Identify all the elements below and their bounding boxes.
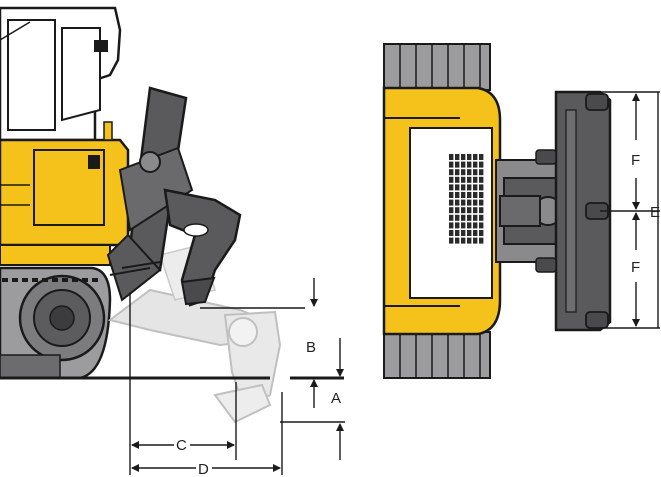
grille-cell [449,192,454,198]
grille-cell [479,176,484,183]
grille-cell [473,154,478,160]
grille-cell [455,237,460,244]
top-grille [449,154,484,244]
grille-cell [449,169,454,176]
grille-cell [473,230,478,236]
grille-cell [473,237,478,244]
grille-cell [479,184,484,191]
top-dimension-lines [600,91,660,329]
grille-cell [479,230,484,236]
grille-cell [473,207,478,214]
grille-cell [479,237,484,244]
grille-cell [449,237,454,244]
grille-cell [455,176,460,183]
grille-cell [473,214,478,221]
dimension-label-e: E [650,204,660,221]
top-track-upper [383,43,491,91]
grille-cell [461,222,466,229]
grille-cell [461,199,466,206]
dimension-label-b: B [306,339,316,356]
grille-cell [467,192,472,198]
grille-cell [479,222,484,229]
grille-cell [467,230,472,236]
grille-cell [461,184,466,191]
side-view: B A C D [0,6,345,477]
grille-cell [467,176,472,183]
grille-cell [455,230,460,236]
grille-cell [473,199,478,206]
grille-cell [467,161,472,168]
grille-cell [461,161,466,168]
top-ripper-linkage [495,159,563,263]
grille-cell [449,214,454,221]
grille-cell [449,154,454,160]
dimension-label-a: A [331,390,341,407]
grille-cell [449,161,454,168]
grille-cell [461,154,466,160]
grille-cell [467,222,472,229]
top-track-lower [383,331,491,379]
top-view: F F E [382,43,660,379]
grille-cell [479,214,484,221]
grille-cell [473,184,478,191]
grille-cell [455,192,460,198]
crawler-track [0,266,112,380]
grille-cell [455,199,460,206]
top-ripper-beam [535,90,612,332]
grille-cell [479,154,484,160]
dimension-label-d: D [198,461,209,477]
grille-cell [467,237,472,244]
grille-cell [449,199,454,206]
grille-cell [473,169,478,176]
ripper-shank-top [585,93,609,111]
grille-cell [461,192,466,198]
ripper-raised [106,86,242,307]
grille-cell [479,192,484,198]
cylinder-upper [535,149,557,165]
grille-cell [449,222,454,229]
grille-cell [455,222,460,229]
grille-cell [461,230,466,236]
dimension-label-c: C [176,437,187,454]
grille-cell [467,154,472,160]
grille-cell [449,176,454,183]
grille-cell [467,184,472,191]
dimension-lines [129,278,345,475]
grille-cell [467,214,472,221]
grille-cell [467,199,472,206]
grille-cell [455,169,460,176]
cylinder-lower [535,257,557,273]
grille-cell [449,207,454,214]
grille-cell [455,161,460,168]
grille-cell [461,237,466,244]
grille-cell [455,154,460,160]
grille-cell [449,230,454,236]
grille-cell [461,214,466,221]
operator-cab [0,6,122,142]
grille-cell [455,184,460,191]
dimension-label-f-top: F [631,152,640,169]
grille-cell [473,161,478,168]
grille-cell [479,161,484,168]
grille-cell [467,207,472,214]
grille-cell [473,192,478,198]
grille-cell [449,184,454,191]
grille-cell [473,222,478,229]
grille-cell [455,214,460,221]
grille-cell [479,169,484,176]
grille-cell [461,169,466,176]
dimension-label-f-bottom: F [631,259,640,276]
machine-body [0,121,130,266]
grille-cell [479,199,484,206]
grille-cell [479,207,484,214]
grille-cell [461,176,466,183]
grille-cell [473,176,478,183]
grille-cell [467,169,472,176]
grille-cell [461,207,466,214]
ripper-shank-bottom [585,311,609,329]
grille-cell [455,207,460,214]
